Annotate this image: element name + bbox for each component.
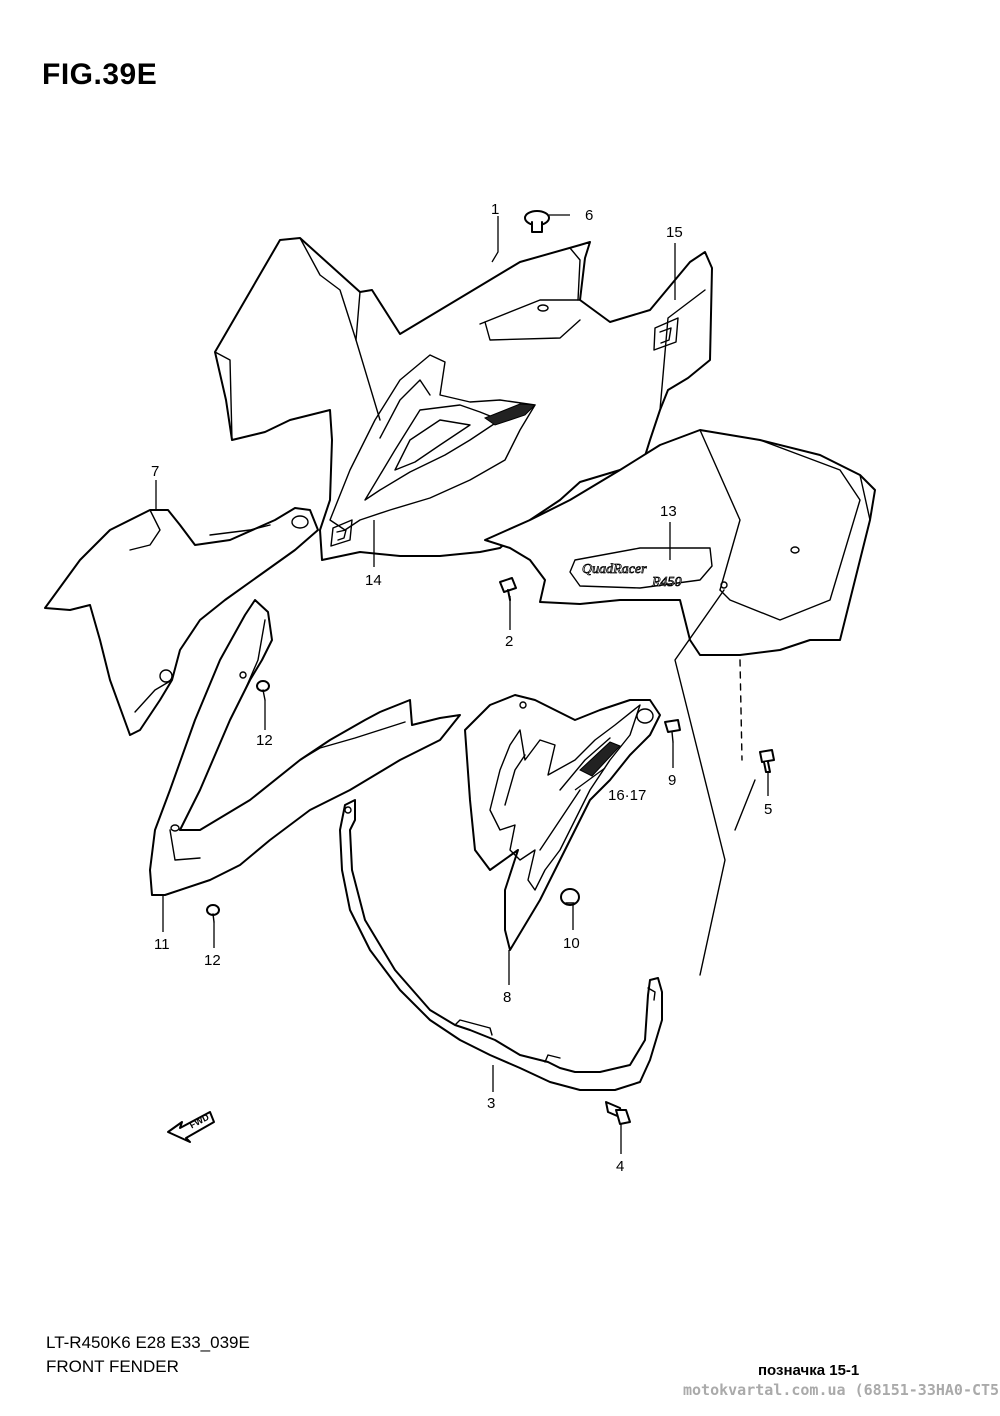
callout-10: 10 [563,935,580,952]
callout-numbers: 1 2 3 4 5 6 7 8 9 10 11 12 12 13 14 15 1… [151,201,772,1175]
front-fender-right-flare: QuadRacer R450 [484,429,876,976]
leader-lines [155,214,769,1154]
callout-15: 15 [666,224,683,241]
callout-14: 14 [365,572,382,589]
fasteners [206,210,775,1125]
callout-8: 8 [503,989,511,1006]
callout-13: 13 [660,503,677,520]
callout-12b: 12 [204,952,221,969]
left-inner-panel [149,599,461,896]
fender-brace [339,799,663,1091]
left-side-panel [44,507,319,736]
bolt-4 [605,1101,631,1125]
callout-6: 6 [585,207,593,224]
decal-quadracer-line2: R450 [651,575,682,590]
bolt-5 [759,749,775,773]
callout-4: 4 [616,1158,624,1175]
screw-2 [499,577,517,601]
front-fender-body [214,237,713,561]
callout-12a: 12 [256,732,273,749]
site-reference: motokvartal.com.ua (68151-33HA0-CT5 [683,1381,1000,1399]
callout-7: 7 [151,463,159,480]
fastener-9 [664,719,681,743]
callout-16-17: 16·17 [608,787,646,804]
fastener-10 [560,888,580,906]
screw-12b [206,904,220,923]
grommet-6 [524,210,550,233]
fwd-arrow: FWD [167,1111,215,1143]
screw-12a [256,680,270,701]
right-inner-panel [464,694,661,951]
callout-9: 9 [668,772,676,789]
callout-2: 2 [505,633,513,650]
model-code: LT-R450K6 E28 E33_039E [46,1333,250,1352]
page-reference: позначка 15-1 [758,1362,860,1379]
callout-1: 1 [491,201,499,218]
figure-title: FIG.39E [42,58,158,91]
callout-3: 3 [487,1095,495,1112]
callout-5: 5 [764,801,772,818]
callout-11: 11 [154,936,170,953]
decal-quadracer-line1: QuadRacer [582,562,647,577]
figure-name: FRONT FENDER [46,1357,179,1376]
